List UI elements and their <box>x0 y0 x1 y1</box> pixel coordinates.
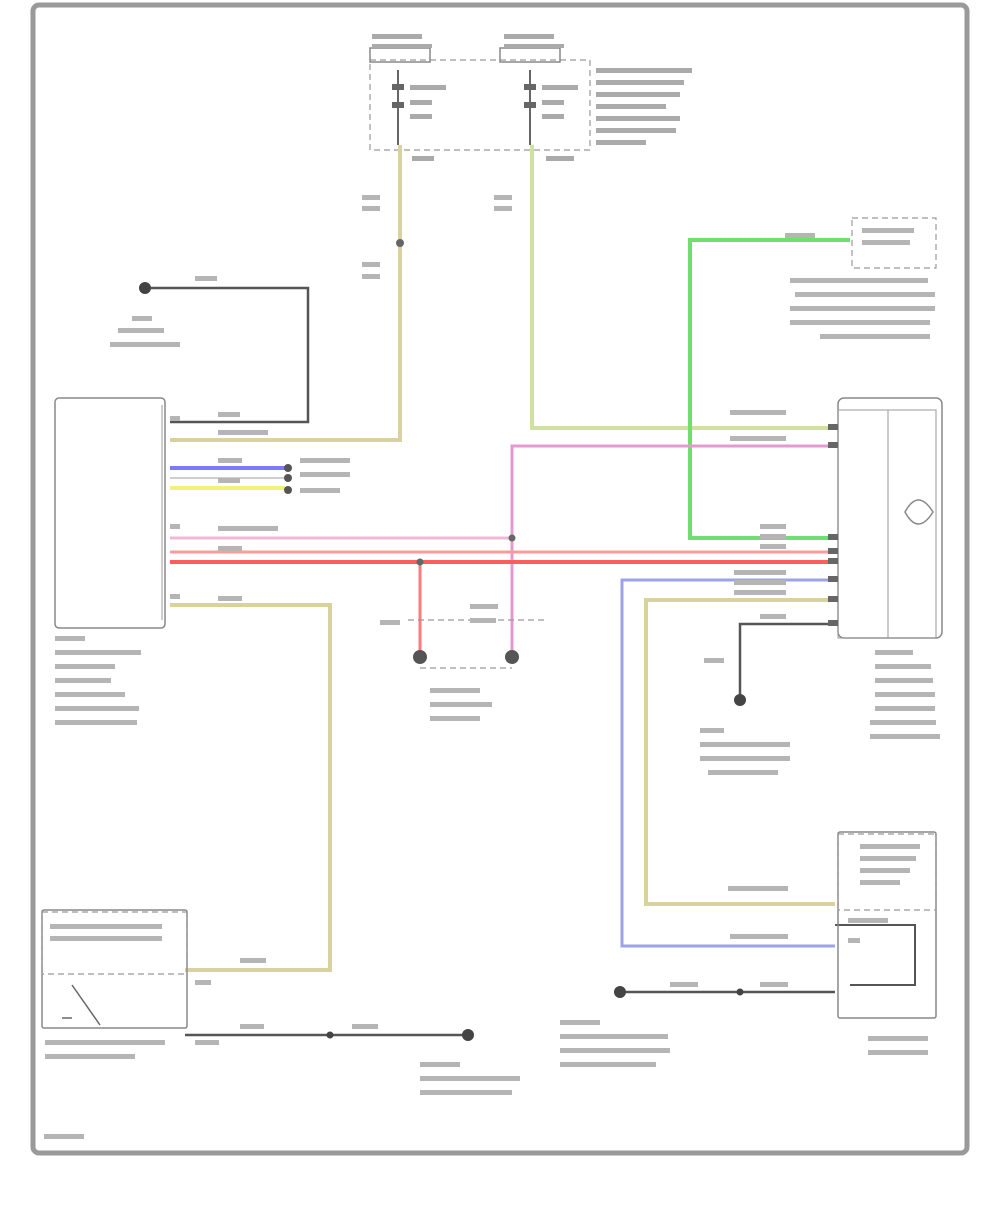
label-placeholders <box>44 195 940 1139</box>
center-sensor-right <box>505 650 519 664</box>
wire-tan-2 <box>170 603 332 972</box>
wire-green-pale <box>530 145 835 430</box>
center-sensor-left <box>413 650 427 664</box>
wire-blue-long <box>620 578 835 948</box>
left-control-module <box>54 397 166 629</box>
wire-green-bright <box>688 238 850 540</box>
wire-tan-3 <box>644 598 835 906</box>
fuse-block-top <box>369 34 692 161</box>
diagram-border <box>30 2 970 1156</box>
bottom-right-switch <box>837 831 937 1019</box>
wire-tan-1 <box>170 145 402 442</box>
top-right-connector <box>851 217 937 269</box>
right-main-module <box>837 397 943 639</box>
wire-gray-drop <box>738 622 835 700</box>
right-module-pins <box>828 424 838 626</box>
wire-pink <box>510 444 835 655</box>
wire-black-top <box>145 286 310 424</box>
